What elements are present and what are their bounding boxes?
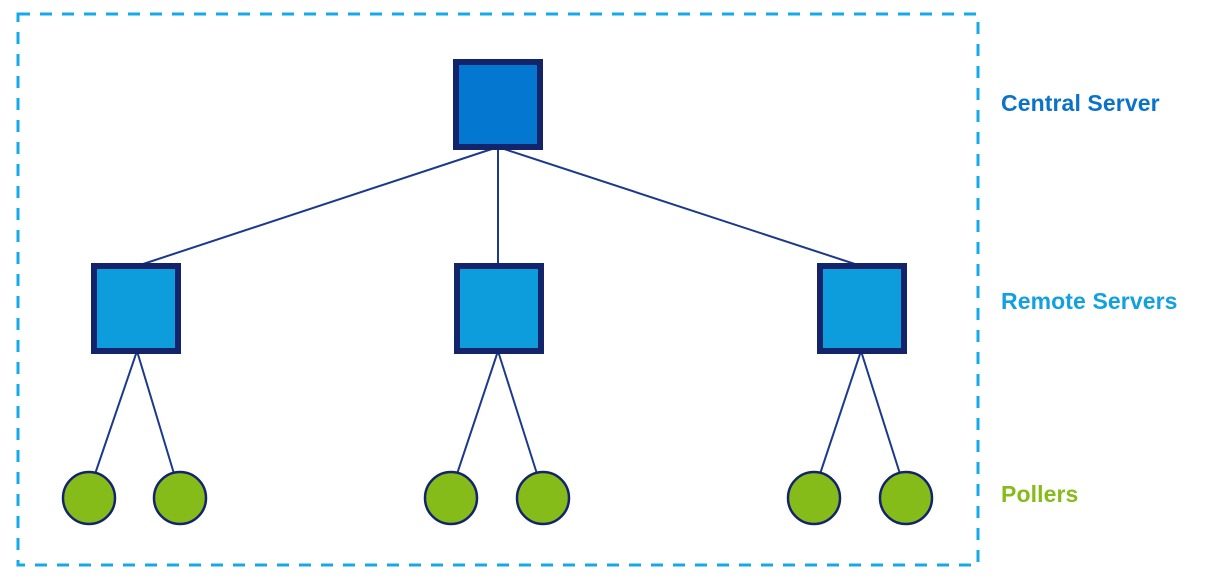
central-server[interactable] bbox=[453, 59, 543, 150]
poller-nodes bbox=[61, 470, 934, 526]
edge-remote-left-to-poller-1 bbox=[93, 350, 138, 478]
remote-server-nodes bbox=[91, 263, 907, 354]
diagram-boundary bbox=[16, 12, 980, 567]
remote-server-middle[interactable] bbox=[454, 263, 544, 354]
poller-2[interactable] bbox=[152, 470, 208, 526]
poller-6[interactable] bbox=[878, 470, 934, 526]
remote-server-left[interactable] bbox=[91, 263, 181, 354]
remote-server-right[interactable] bbox=[817, 263, 907, 354]
poller-5[interactable] bbox=[786, 470, 842, 526]
connector-lines bbox=[93, 146, 902, 478]
central-server-node bbox=[453, 59, 543, 150]
poller-4[interactable] bbox=[515, 470, 571, 526]
edge-central-to-remote-right bbox=[497, 146, 862, 267]
edge-remote-left-to-poller-2 bbox=[136, 350, 176, 478]
poller-3[interactable] bbox=[423, 470, 479, 526]
edge-remote-middle-to-poller-3 bbox=[455, 350, 499, 478]
tier-label-pollers: Pollers bbox=[1001, 481, 1079, 507]
tier-label-central-server: Central Server bbox=[1001, 90, 1160, 116]
edge-central-to-remote-left bbox=[136, 146, 499, 267]
edge-remote-right-to-poller-5 bbox=[818, 350, 862, 478]
edge-remote-right-to-poller-6 bbox=[860, 350, 902, 478]
edge-remote-middle-to-poller-4 bbox=[497, 350, 539, 478]
tier-label-remote-servers: Remote Servers bbox=[1001, 288, 1178, 314]
poller-1[interactable] bbox=[61, 470, 117, 526]
